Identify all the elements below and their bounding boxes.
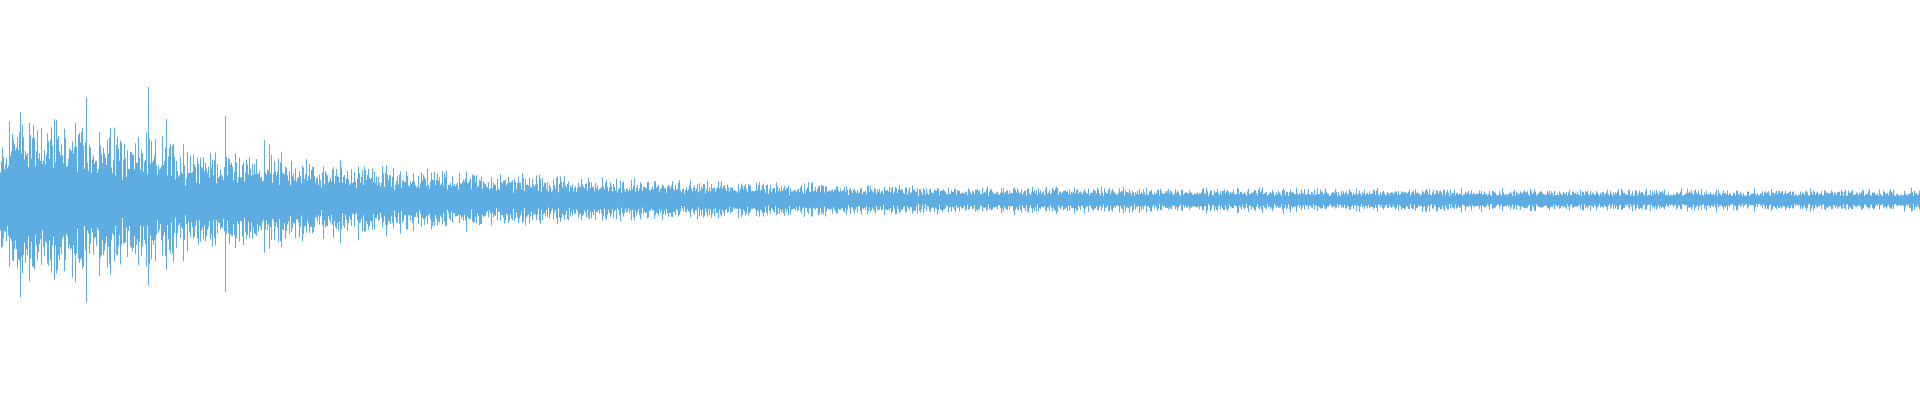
waveform-bars <box>0 87 1920 303</box>
waveform-center-band <box>0 196 1920 204</box>
waveform-trace <box>0 87 1920 303</box>
